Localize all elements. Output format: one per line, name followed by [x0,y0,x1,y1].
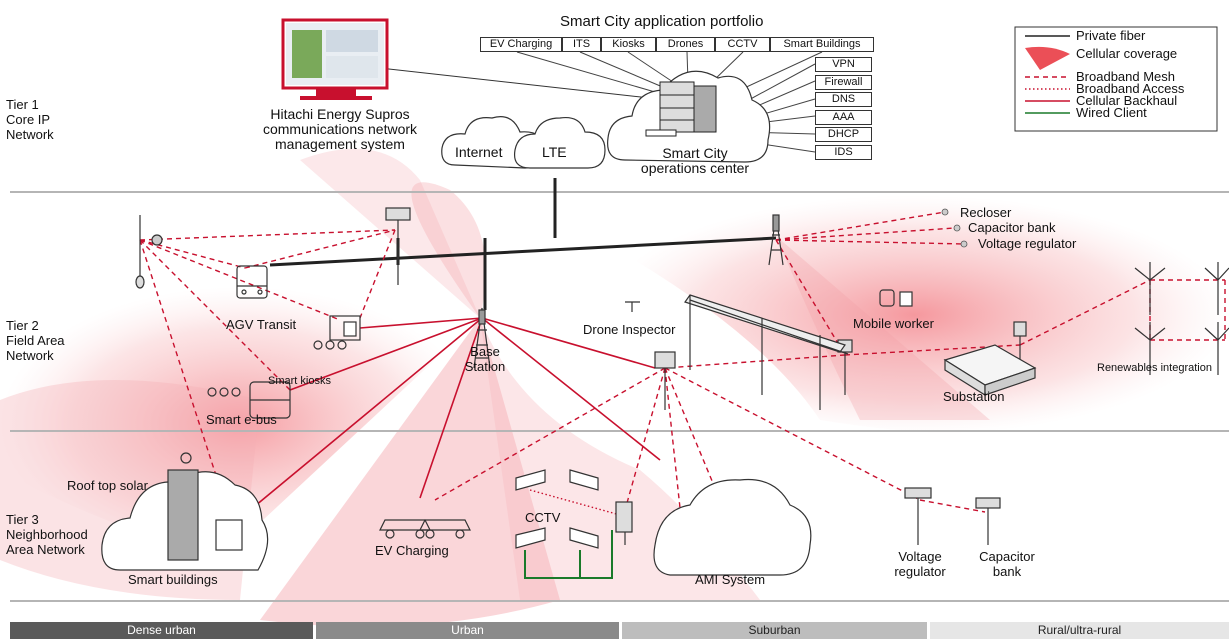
app-box-0: EV Charging [480,37,562,52]
band-0: Dense urban [10,622,313,639]
service-box-1: Firewall [815,74,872,90]
internet-label: Internet [455,144,503,160]
legend-item-4: Cellular Backhaul [1076,93,1178,108]
band-2: Suburban [622,622,927,639]
legend-item-0: Private fiber [1076,28,1146,43]
app-box-4: CCTV [715,37,770,52]
ops-center-building [645,81,717,137]
app-box-2: Kiosks [601,37,656,52]
capacitor-bank-label: Capacitor bank [968,220,1056,235]
nms-link [379,67,651,99]
band-1: Urban [316,622,619,639]
legend-item-1: Cellular coverage [1076,46,1178,61]
wired-client-links [524,530,613,579]
smart-ebus-label: Smart e-bus [206,412,277,427]
legend-item-2: Broadband Mesh [1076,69,1176,84]
agv-transit-label: AGV Transit [226,317,297,332]
mobile-worker-label: Mobile worker [853,316,934,331]
service-box-2: DNS [815,92,872,108]
renewables-label: Renewables integration [1097,362,1212,374]
substation-graphic [943,344,1037,397]
app-box-3: Drones [656,37,715,52]
smart-kiosks-label: Smart kiosks [268,375,331,387]
service-box-5: IDS [815,145,872,160]
roof-solar-label: Roof top solar [67,478,148,493]
nms-monitor [281,18,389,100]
band-3: Rural/ultra-rural [930,622,1229,639]
cctv-label: CCTV [525,510,561,525]
legend-graphics [1014,26,1218,132]
voltage-regulator-label: Voltage regulator [978,236,1077,251]
recloser-label: Recloser [960,205,1012,220]
tier-dividers [10,191,1229,602]
lte-label: LTE [542,144,567,160]
app-box-1: ITS [562,37,601,52]
device-dots [941,208,968,248]
cellular-backhaul-links [231,317,661,526]
smart-buildings-label: Smart buildings [128,572,218,587]
towers [135,207,1027,545]
equipment-icons [167,265,913,561]
legend-item-5: Wired Client [1076,105,1147,120]
substation-label: Substation [943,389,1005,404]
drone-inspector-label: Drone Inspector [583,322,676,337]
app-box-5: Smart Buildings [770,37,874,52]
wind-turbines [1134,262,1229,375]
ami-system-label: AMI System [695,572,766,587]
power-line-poles [684,294,849,410]
service-box-3: AAA [815,109,872,125]
legend-item-3: Broadband Access [1076,81,1185,96]
service-box-0: VPN [815,57,872,72]
service-box-4: DHCP [815,127,872,143]
ev-charging-label: EV Charging [375,543,449,558]
portfolio-title: Smart City application portfolio [560,13,764,30]
